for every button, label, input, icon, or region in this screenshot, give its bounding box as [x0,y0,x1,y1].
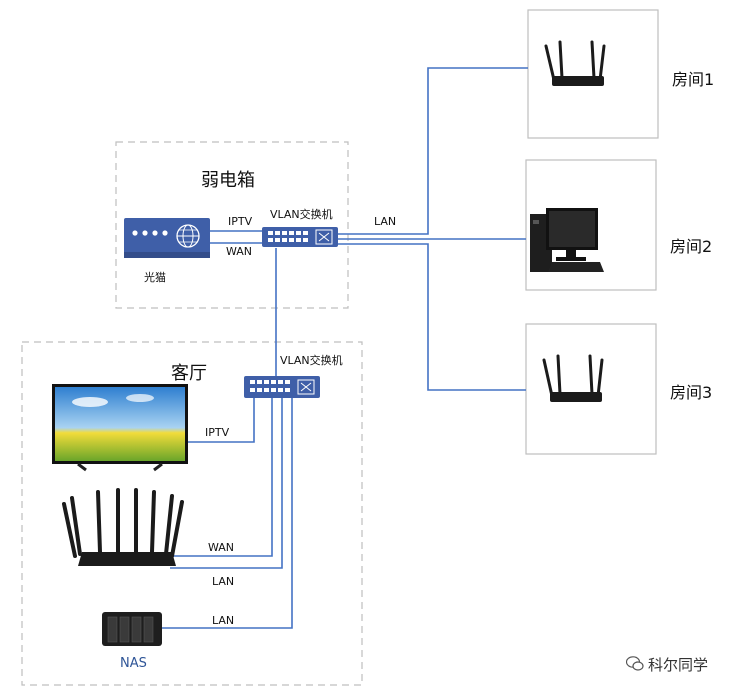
link-wan-router: WAN [208,541,235,554]
link-lan-router: LAN [212,575,235,588]
link-iptv-top: IPTV [228,215,253,228]
optical-modem-icon [124,218,210,258]
link-lan-top: LAN [374,215,397,228]
room3-router-icon [542,354,604,402]
nas-label: NAS [120,656,147,671]
tv-icon [52,384,188,472]
vlan-switch-bottom-icon [244,376,320,398]
vlan-switch-bottom-label: VLAN交换机 [280,354,343,367]
room1-router-icon [544,40,606,86]
weak-current-box-border [115,141,349,309]
room3-label: 房间3 [670,383,713,402]
living-room-title: 客厅 [171,363,207,384]
optical-modem-label: 光猫 [144,271,166,284]
vlan-switch-top-label: VLAN交换机 [270,208,333,221]
wechat-icon [625,655,644,676]
link-lan-nas: LAN [212,614,235,627]
room2-label: 房间2 [670,237,713,256]
room2-computer-icon [530,208,604,272]
connection-lines [162,67,528,629]
living-room-border [21,341,363,686]
room1-label: 房间1 [672,70,715,89]
nas-icon [102,612,162,646]
watermark: 科尔同学 [625,654,709,676]
vlan-switch-top-icon [262,227,338,247]
link-wan-top: WAN [226,245,253,258]
link-iptv-tv: IPTV [205,426,230,439]
watermark-text: 科尔同学 [648,656,709,674]
living-room-router-icon [62,488,184,566]
weak-current-box-title: 弱电箱 [201,170,255,191]
